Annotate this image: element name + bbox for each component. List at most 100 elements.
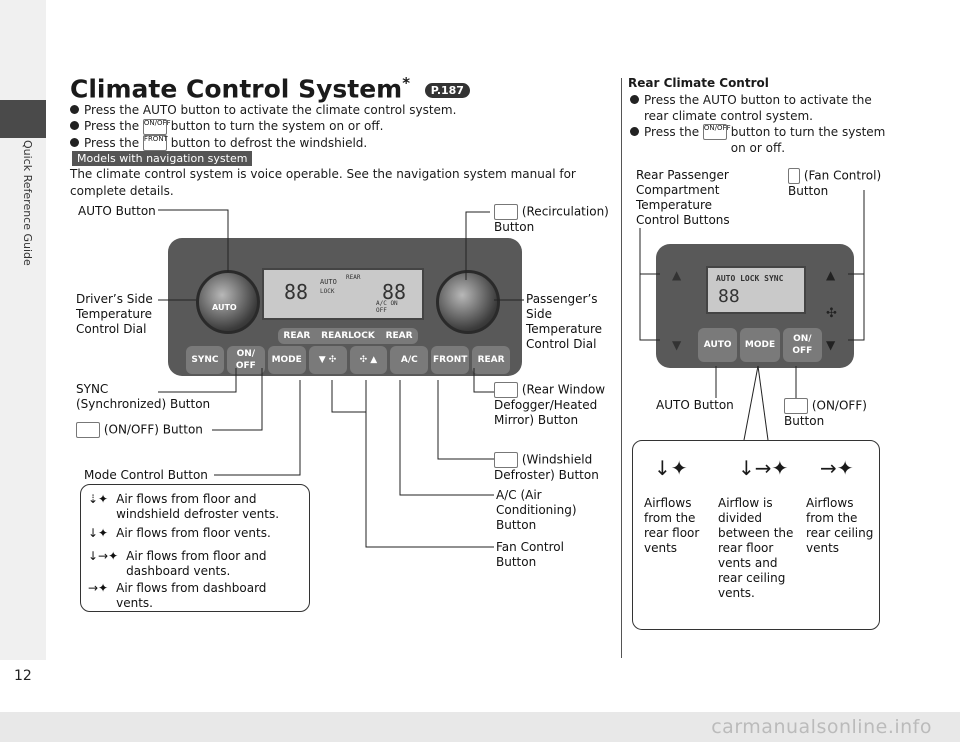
legend-list: ⇣✦ Air flows from floor and windshield de… bbox=[88, 492, 304, 611]
nav-paragraph: The climate control system is voice oper… bbox=[70, 167, 576, 198]
callout-recirc bbox=[465, 211, 490, 280]
bullet-item: Press the FRONT button to defrost the wi… bbox=[70, 135, 615, 151]
callout-sync bbox=[158, 368, 237, 393]
rear-heading: Rear Climate Control bbox=[628, 76, 769, 90]
sync-button[interactable]: SYNC bbox=[186, 346, 224, 374]
lcd-right-temp: 88 bbox=[382, 280, 407, 304]
rear-mode-box bbox=[632, 440, 880, 630]
rear-lcd-status: AUTO LOCK SYNC bbox=[716, 274, 784, 283]
rear-fan-down-button[interactable]: ▼ bbox=[826, 338, 836, 352]
rear-defrost-button[interactable]: REAR bbox=[472, 346, 510, 374]
legend-text: Air flows from floor vents. bbox=[116, 526, 271, 540]
legend-text: Air flows from floor and windshield defr… bbox=[116, 492, 280, 521]
label-driver-dial: Driver’s Side Temperature Control Dial bbox=[76, 292, 153, 336]
callout-windshield bbox=[437, 380, 494, 460]
callout-auto bbox=[158, 209, 229, 272]
sidebar-label: Quick Reference Guide bbox=[21, 140, 34, 266]
rear-button[interactable]: REAR bbox=[385, 331, 413, 341]
bullet-dot-icon bbox=[70, 121, 79, 130]
label-rear-window-text: (Rear Window Defogger/Heated Mirror) But… bbox=[494, 382, 606, 428]
legend-item: ⇣✦ Air flows from floor and windshield de… bbox=[88, 492, 304, 522]
bullet-text: Press the AUTO button to activate the cl… bbox=[84, 103, 457, 117]
label-rear-fan-text: (Fan Control) Button bbox=[788, 168, 882, 199]
rear-temp-down-button[interactable]: ▼ bbox=[672, 338, 682, 352]
lcd-left-temp: 88 bbox=[284, 280, 309, 304]
callout-rear-temp bbox=[639, 228, 660, 341]
on-off-icon bbox=[76, 422, 100, 438]
bullet-text: Press the bbox=[84, 119, 140, 133]
ac-button[interactable]: A/C bbox=[390, 346, 429, 374]
label-windshield-text: (Windshield Defroster) Button bbox=[494, 452, 599, 483]
page-reference[interactable]: P.187 bbox=[424, 82, 470, 98]
rear-lcd-display: AUTO LOCK SYNC 88 bbox=[706, 266, 806, 314]
rear-mode-text: Airflow is divided between the rear floo… bbox=[718, 496, 794, 600]
title-asterisk: * bbox=[402, 74, 411, 92]
label-mode-button: Mode Control Button bbox=[84, 468, 208, 482]
legend-text: Air flows from dashboard vents. bbox=[116, 581, 267, 610]
fan-down-button[interactable]: ▼ ✣ bbox=[308, 346, 347, 374]
watermark: carmanualsonline.info bbox=[711, 716, 932, 738]
dash-airflow-icon: →✦ bbox=[88, 581, 109, 595]
passenger-temperature-dial[interactable] bbox=[436, 270, 500, 334]
rear-auto-button[interactable]: AUTO bbox=[698, 328, 738, 362]
rear-bullet-list: Press the AUTO button to activate the re… bbox=[630, 92, 950, 156]
label-windshield-button: (Windshield Defroster) Button bbox=[494, 452, 599, 483]
bullet-text: Press the AUTO button to activate the re… bbox=[644, 93, 872, 123]
label-sync-button: SYNC (Synchronized) Button bbox=[76, 382, 211, 411]
driver-temperature-dial[interactable] bbox=[196, 270, 260, 334]
on-off-button[interactable]: ON/ OFF bbox=[226, 346, 265, 374]
rear-fan-icon: ✣ bbox=[826, 306, 837, 321]
page-title: Climate Control System* P.187 bbox=[70, 74, 470, 103]
rear-ceiling-airflow-icon: →✦ bbox=[820, 456, 854, 480]
rear-fan-up-button[interactable]: ▲ bbox=[826, 268, 836, 282]
label-rear-fan: (Fan Control) Button bbox=[788, 168, 881, 199]
bullet-text: button to defrost the windshield. bbox=[170, 135, 368, 150]
floor-airflow-icon: ↓✦ bbox=[88, 526, 109, 540]
lcd-lock: LOCK bbox=[320, 288, 335, 295]
bullet-dot-icon bbox=[630, 127, 639, 136]
bullet-text: button to turn the system on or off. bbox=[170, 119, 384, 133]
label-rear-auto: AUTO Button bbox=[656, 398, 734, 412]
legend-item: →✦ Air flows from dashboard vents. bbox=[88, 581, 304, 611]
rear-mode-text: Airflows from the rear ceiling vents bbox=[806, 496, 874, 555]
rearlock-button[interactable]: REARLOCK bbox=[321, 331, 375, 341]
label-onoff-text: (ON/OFF) Button bbox=[103, 422, 203, 437]
callout-onoff bbox=[212, 368, 263, 431]
on-off-icon: ON/OFF bbox=[142, 118, 171, 135]
bullet-list: Press the AUTO button to activate the cl… bbox=[70, 102, 615, 151]
bullet-text: button to turn the system on or off. bbox=[730, 125, 886, 155]
bullet-item: Press the AUTO button to activate the re… bbox=[630, 92, 950, 124]
lcd-rear: REAR bbox=[346, 274, 361, 281]
rear-onoff-button[interactable]: ON/ OFF bbox=[782, 328, 822, 362]
fan-up-button[interactable]: ✣ ▲ bbox=[349, 346, 388, 374]
bullet-dot-icon bbox=[630, 95, 639, 104]
callout-fan bbox=[365, 380, 494, 548]
label-fan-button: Fan Control Button bbox=[496, 540, 564, 569]
lcd-display: 88 AUTO LOCK REAR 88 A/C ON OFF bbox=[262, 268, 424, 320]
page-number: 12 bbox=[14, 668, 32, 684]
label-rear-onoff: (ON/OFF) Button bbox=[784, 398, 867, 429]
front-defrost-button[interactable]: FRONT bbox=[431, 346, 470, 374]
on-off-icon bbox=[784, 398, 808, 414]
rear-temp-up-button[interactable]: ▲ bbox=[672, 268, 682, 282]
rear-mode-button[interactable]: MODE bbox=[740, 328, 780, 362]
bottom-button-row: SYNC ON/ OFF MODE ▼ ✣ ✣ ▲ A/C FRONT REAR bbox=[186, 346, 510, 374]
callout-rear-fan bbox=[848, 190, 865, 341]
floor-defrost-airflow-icon: ⇣✦ bbox=[88, 492, 109, 506]
label-rear-onoff-text: (ON/OFF) Button bbox=[784, 398, 867, 429]
bullet-text: Press the bbox=[644, 125, 700, 139]
bullet-item: Press the AUTO button to activate the cl… bbox=[70, 102, 615, 118]
callout-ac bbox=[399, 380, 494, 496]
label-passenger-dial: Passenger’s Side Temperature Control Dia… bbox=[526, 292, 603, 351]
nav-badge: Models with navigation system bbox=[72, 151, 253, 166]
lcd-ac: A/C ON OFF bbox=[376, 300, 398, 314]
footer: carmanualsonline.info bbox=[0, 712, 960, 742]
rear-bottom-buttons: AUTO MODE ON/ OFF bbox=[698, 328, 822, 362]
label-rear-temp: Rear Passenger Compartment Temperature C… bbox=[636, 168, 730, 227]
rear-button[interactable]: REAR bbox=[283, 331, 311, 341]
title-text: Climate Control System bbox=[70, 74, 403, 104]
mode-button[interactable]: MODE bbox=[267, 346, 306, 374]
floor-dash-airflow-icon: ↓→✦ bbox=[88, 549, 119, 563]
label-recirc-text: (Recirculation) Button bbox=[494, 204, 609, 235]
